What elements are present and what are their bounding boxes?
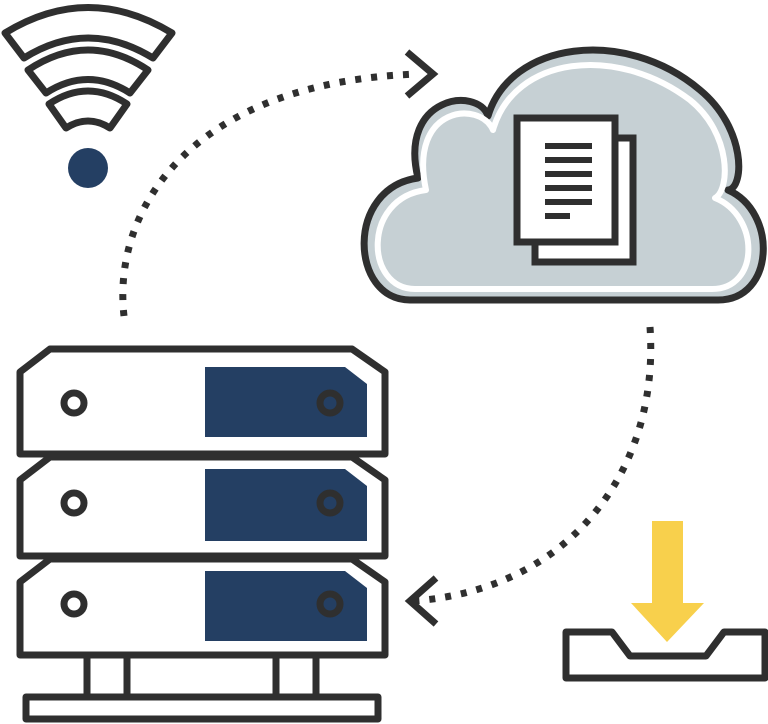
download-arrow [404,326,655,627]
wifi-arc-outer [1,4,176,62]
wifi-icon [1,4,176,188]
server-led [60,590,88,618]
upload-arrow [119,49,439,317]
download-arrow-yellow [631,521,704,642]
wifi-arc-middle [24,46,152,97]
server-led [60,489,88,517]
server-unit-panel [205,367,367,437]
server-unit-1 [16,345,389,458]
server-rack-icon [16,345,389,723]
document-icon [513,114,637,266]
document-text-lines [545,143,592,219]
server-leg-left [83,651,131,703]
server-unit-2 [16,453,389,560]
upload-arrow-head [404,49,439,99]
server-led [60,389,88,417]
server-unit-panel [205,469,367,541]
download-tray-icon [562,521,768,682]
server-unit-3 [16,555,389,659]
server-button [316,590,344,618]
download-arrow-head [404,575,439,627]
wifi-dot [68,148,108,188]
document-front-page [513,114,619,246]
server-unit-panel [205,571,367,641]
server-leg-right [272,651,320,703]
cloud-inner-highlight [374,61,752,292]
tray-shape [562,628,768,682]
server-button [316,389,344,417]
server-button [316,489,344,517]
download-arrow-path [412,326,655,605]
server-base [22,693,382,723]
wifi-arc-inner [45,87,131,132]
